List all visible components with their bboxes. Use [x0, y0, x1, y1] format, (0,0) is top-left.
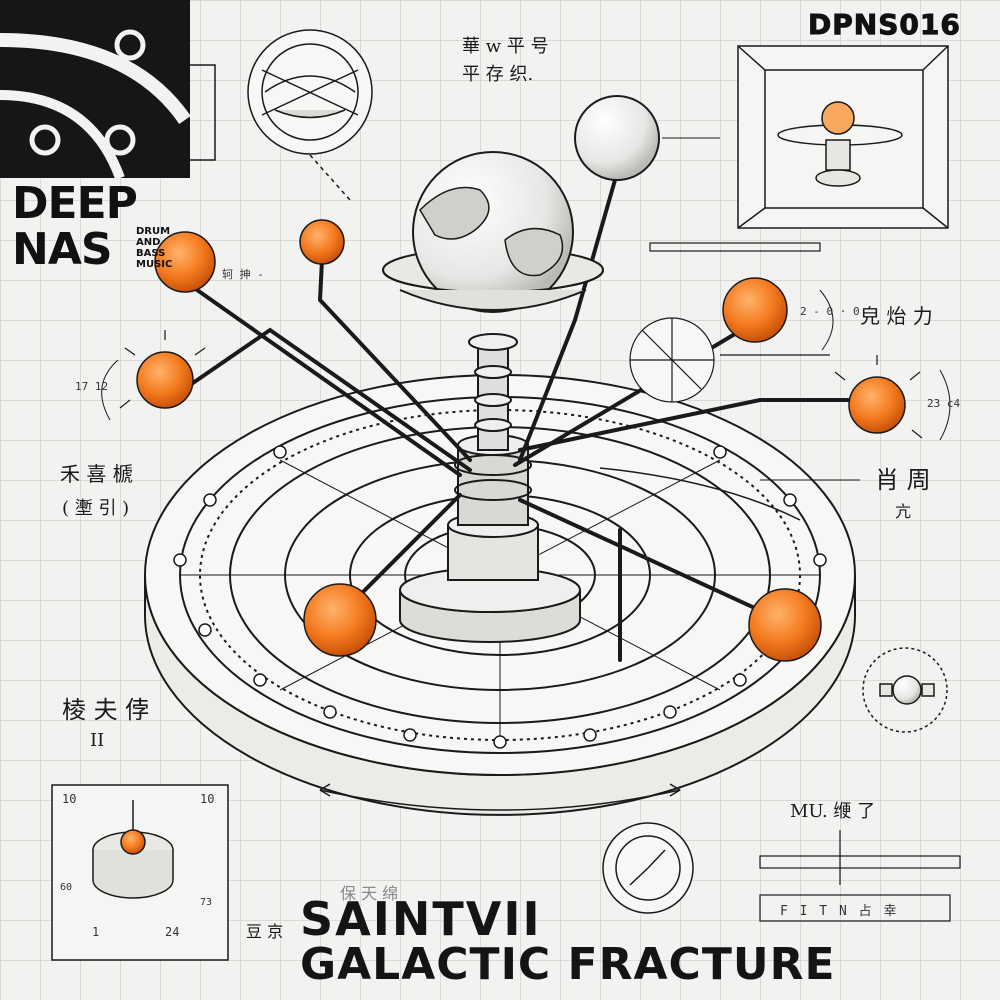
top-right-inset — [737, 45, 949, 229]
white-sphere — [574, 95, 660, 181]
logo-deep: DEEP — [12, 178, 138, 229]
annotation-bottom-box: F I T N 占 幸 — [780, 904, 899, 919]
capsule-diagram — [862, 647, 948, 733]
slider-diagram — [759, 830, 961, 922]
inset-label-br: 24 — [165, 925, 180, 939]
annotation-left-low-sub: II — [90, 730, 105, 751]
orange-planets — [136, 219, 906, 662]
planet-rays — [119, 330, 923, 439]
logo-nas: NAS — [12, 224, 113, 275]
annotation-right-low: MU. 缏 了 — [790, 801, 876, 822]
inset-label-tr: 10 — [200, 792, 215, 806]
inset-label-left: 60 — [60, 882, 73, 893]
bottom-left-inset — [51, 784, 229, 961]
annotation-small-1: 轲 抻 - — [222, 268, 264, 281]
inset-label-right: 73 — [200, 897, 213, 908]
central-column — [399, 333, 581, 643]
logo-tagline: DRUM AND BASS MUSIC — [136, 226, 173, 270]
label-logo: DEEP NAS DRUM AND BASS MUSIC — [0, 0, 215, 280]
annotation-small-3: 23 c4 — [927, 397, 961, 410]
annotation-left-mid-sub: ( 壍 引 ) — [62, 498, 130, 519]
annotation-bottom-center: 保 天 绵 — [340, 884, 399, 903]
annotation-right-upper: 皃 炲 力 — [860, 304, 933, 328]
annotation-right-mid-sub: 亢 — [895, 502, 912, 521]
annotation-small-2: 2 - 0 · 0 — [800, 305, 860, 318]
title-block: SAINTVII GALACTIC FRACTURE — [300, 896, 836, 988]
track-title: GALACTIC FRACTURE — [300, 939, 836, 990]
artist-name: SAINTVII — [300, 892, 542, 946]
annotation-top-center-2: 平 存 织. — [462, 64, 534, 85]
rotation-arrows — [319, 467, 801, 811]
orbit-arms — [188, 178, 850, 662]
annotation-top-center-1: 華 w 平 号 — [462, 36, 549, 57]
gauge-diagram — [629, 242, 830, 403]
inset-label-bl: 1 — [92, 925, 100, 939]
catalog-number: DPNS016 — [808, 8, 961, 42]
wheel-diagram — [247, 29, 373, 201]
annotation-right-mid: 肖 周 — [875, 466, 931, 494]
globe — [382, 151, 604, 313]
inset-label-tl: 10 — [62, 792, 77, 806]
annotation-small-4: 17 12 — [75, 380, 109, 393]
rim-bolts — [173, 445, 827, 749]
logo-rings — [0, 0, 216, 180]
annotation-left-low: 棱 夫 侼 — [62, 696, 150, 724]
compass-diagram — [602, 822, 694, 914]
annotation-left-mid: 禾 喜 榹 — [60, 462, 133, 486]
leader-lines — [101, 289, 951, 481]
annotation-bottom-left-glyph: 豆 京 — [246, 922, 284, 941]
